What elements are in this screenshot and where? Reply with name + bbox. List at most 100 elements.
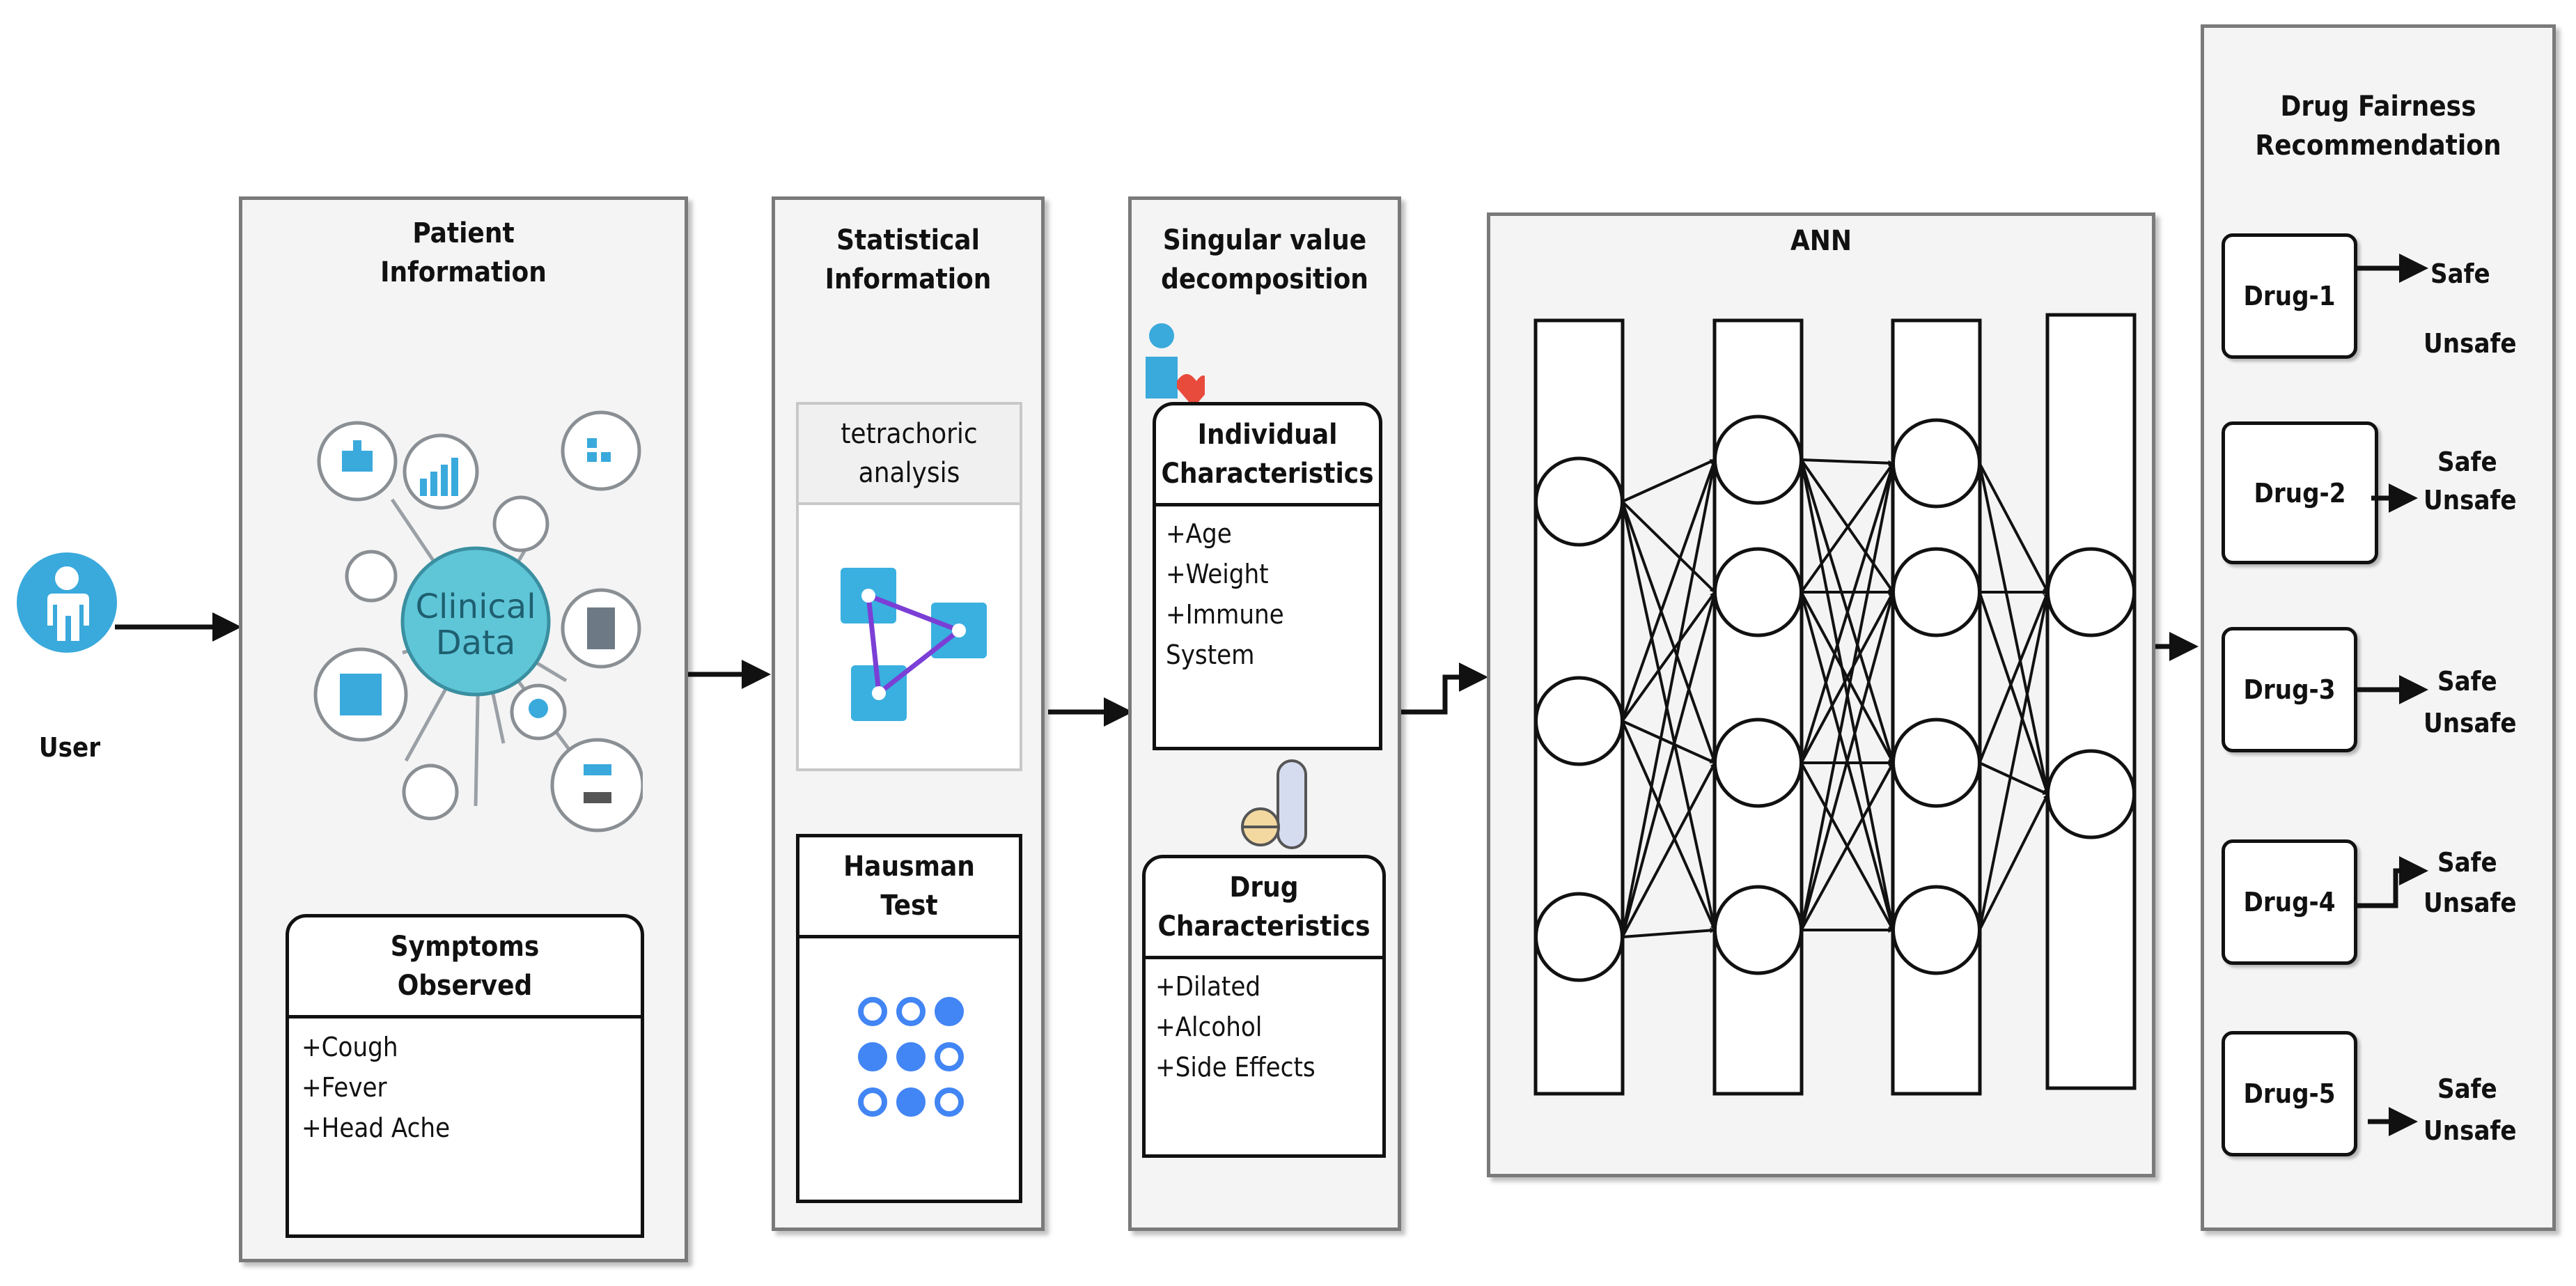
ann-connection (1800, 462, 1895, 594)
tetrachoric-card: tetrachoric analysis (796, 402, 1022, 771)
individual-item: +Immune (1166, 599, 1284, 630)
hausman-card: Hausman Test (796, 834, 1022, 1203)
symptom-item: +Cough (302, 1032, 398, 1062)
svd-panel: Singular value decomposition Individual … (1128, 196, 1401, 1231)
patient-heart-icon (1146, 323, 1205, 405)
ann-connection (1621, 501, 1717, 931)
statistical-panel: Statistical Information tetrachoric anal… (772, 196, 1045, 1231)
ann-connection (1621, 591, 1717, 938)
clinical-data-hub (400, 546, 551, 697)
ann-neuron (1713, 718, 1803, 808)
drug-3-safe: Safe (2437, 666, 2497, 697)
flowchart-icon (550, 738, 643, 832)
ann-neuron (1891, 718, 1981, 808)
search-doc-icon (345, 550, 398, 603)
ann-neuron (2046, 749, 2136, 839)
drug-5-box: Drug-5 (2222, 1031, 2357, 1156)
ann-neuron (1534, 892, 1624, 982)
ann-connection (1621, 459, 1717, 722)
user-node (15, 550, 118, 704)
ann-neuron (1534, 456, 1624, 547)
user-label: User (38, 732, 101, 763)
ann-layer-4 (2045, 313, 2137, 1090)
ann-connection (1978, 463, 2050, 795)
ann-connection (1621, 591, 1717, 722)
drug-char-title: Drug Characteristics (1146, 858, 1382, 959)
ann-connection (1800, 463, 1896, 931)
individual-item: +Weight (1166, 559, 1269, 589)
individual-item: System (1166, 640, 1255, 670)
svd-title: Singular value decomposition (1161, 224, 1368, 295)
drug-2-safe: Safe (2437, 447, 2497, 477)
drug-5-unsafe: Unsafe (2423, 1115, 2517, 1146)
clinical-label-1: Clinical (415, 587, 536, 626)
clinical-label-2: Data (436, 623, 516, 663)
patient-panel: Patient Information Clinica (239, 196, 688, 1262)
ann-connection (1800, 762, 1895, 931)
ann-connection (1621, 762, 1717, 938)
ann-neuron (1713, 885, 1803, 975)
ann-connection (1621, 720, 1717, 931)
ann-neuron (2046, 547, 2136, 637)
arrow-svd-to-ann (1400, 663, 1488, 715)
recommendation-title: Drug Fairness Recommendation (2255, 91, 2501, 162)
ann-connection (1801, 458, 1894, 466)
ann-connection (1978, 761, 2049, 796)
drug-1-unsafe: Unsafe (2423, 328, 2517, 359)
user-icon (17, 552, 117, 653)
ann-connection (1621, 500, 1716, 594)
tetrachoric-title: tetrachoric analysis (799, 405, 1020, 505)
ann-connection (1978, 463, 2050, 593)
ann-neuron (1534, 676, 1624, 766)
drug-4-safe: Safe (2437, 847, 2497, 878)
ann-connection (1800, 591, 1895, 931)
drug-2-unsafe: Unsafe (2423, 485, 2517, 516)
ann-panel: ANN (1487, 212, 2155, 1177)
symptom-item: +Fever (302, 1072, 387, 1103)
ann-neuron (1713, 547, 1803, 637)
dot-matrix-icon (858, 997, 964, 1117)
pill-capsule-icon (1241, 759, 1307, 849)
individual-item: +Age (1166, 518, 1232, 549)
magnifier-icon (402, 764, 459, 821)
hausman-title: Hausman Test (799, 837, 1019, 938)
symptom-item: +Head Ache (302, 1113, 451, 1143)
drug-4-unsafe: Unsafe (2423, 888, 2517, 918)
statistical-title: Statistical Information (825, 224, 992, 295)
ann-connection (1978, 591, 2050, 931)
drug-4-box: Drug-4 (2222, 839, 2357, 965)
symptoms-card: Symptoms Observed +Cough +Fever +Head Ac… (286, 914, 644, 1238)
drug-5-safe: Safe (2437, 1074, 2497, 1104)
ann-connection (1621, 720, 1716, 764)
drug-3-box: Drug-3 (2222, 627, 2357, 752)
drug-char-item: +Dilated (1155, 971, 1261, 1002)
ann-neuron (1891, 885, 1981, 975)
drug-char-card: Drug Characteristics +Dilated +Alcohol +… (1142, 855, 1386, 1158)
ann-connection (1800, 463, 1895, 764)
drug-1-box: Drug-1 (2222, 233, 2357, 359)
ann-connection (1621, 458, 1716, 503)
org-chart-icon (492, 495, 549, 552)
individual-title: Individual Characteristics (1156, 405, 1379, 506)
individual-card: Individual Characteristics +Age +Weight … (1153, 402, 1382, 750)
neural-network (1533, 313, 2137, 1096)
drug-char-item: +Alcohol (1155, 1012, 1263, 1042)
network-analysis-icon (841, 568, 987, 721)
drug-3-unsafe: Unsafe (2423, 708, 2517, 738)
ann-connection (1978, 591, 2050, 795)
drug-1-safe: Safe (2430, 258, 2490, 289)
ann-neuron (1891, 547, 1981, 637)
drug-2-box: Drug-2 (2222, 421, 2378, 564)
ann-connection (1978, 793, 2050, 931)
ann-title: ANN (1790, 225, 1852, 257)
ann-neuron (1891, 418, 1981, 509)
symptoms-title: Symptoms Observed (289, 917, 641, 1018)
ann-connection (1978, 591, 2050, 764)
patient-title: Patient Information (380, 217, 547, 288)
ann-connection (1622, 927, 1716, 938)
clinical-data-graphic: Clinical Data (313, 410, 643, 832)
ann-connection (1621, 501, 1717, 764)
drug-char-item: +Side Effects (1155, 1052, 1316, 1083)
hierarchy-icon (561, 410, 641, 491)
